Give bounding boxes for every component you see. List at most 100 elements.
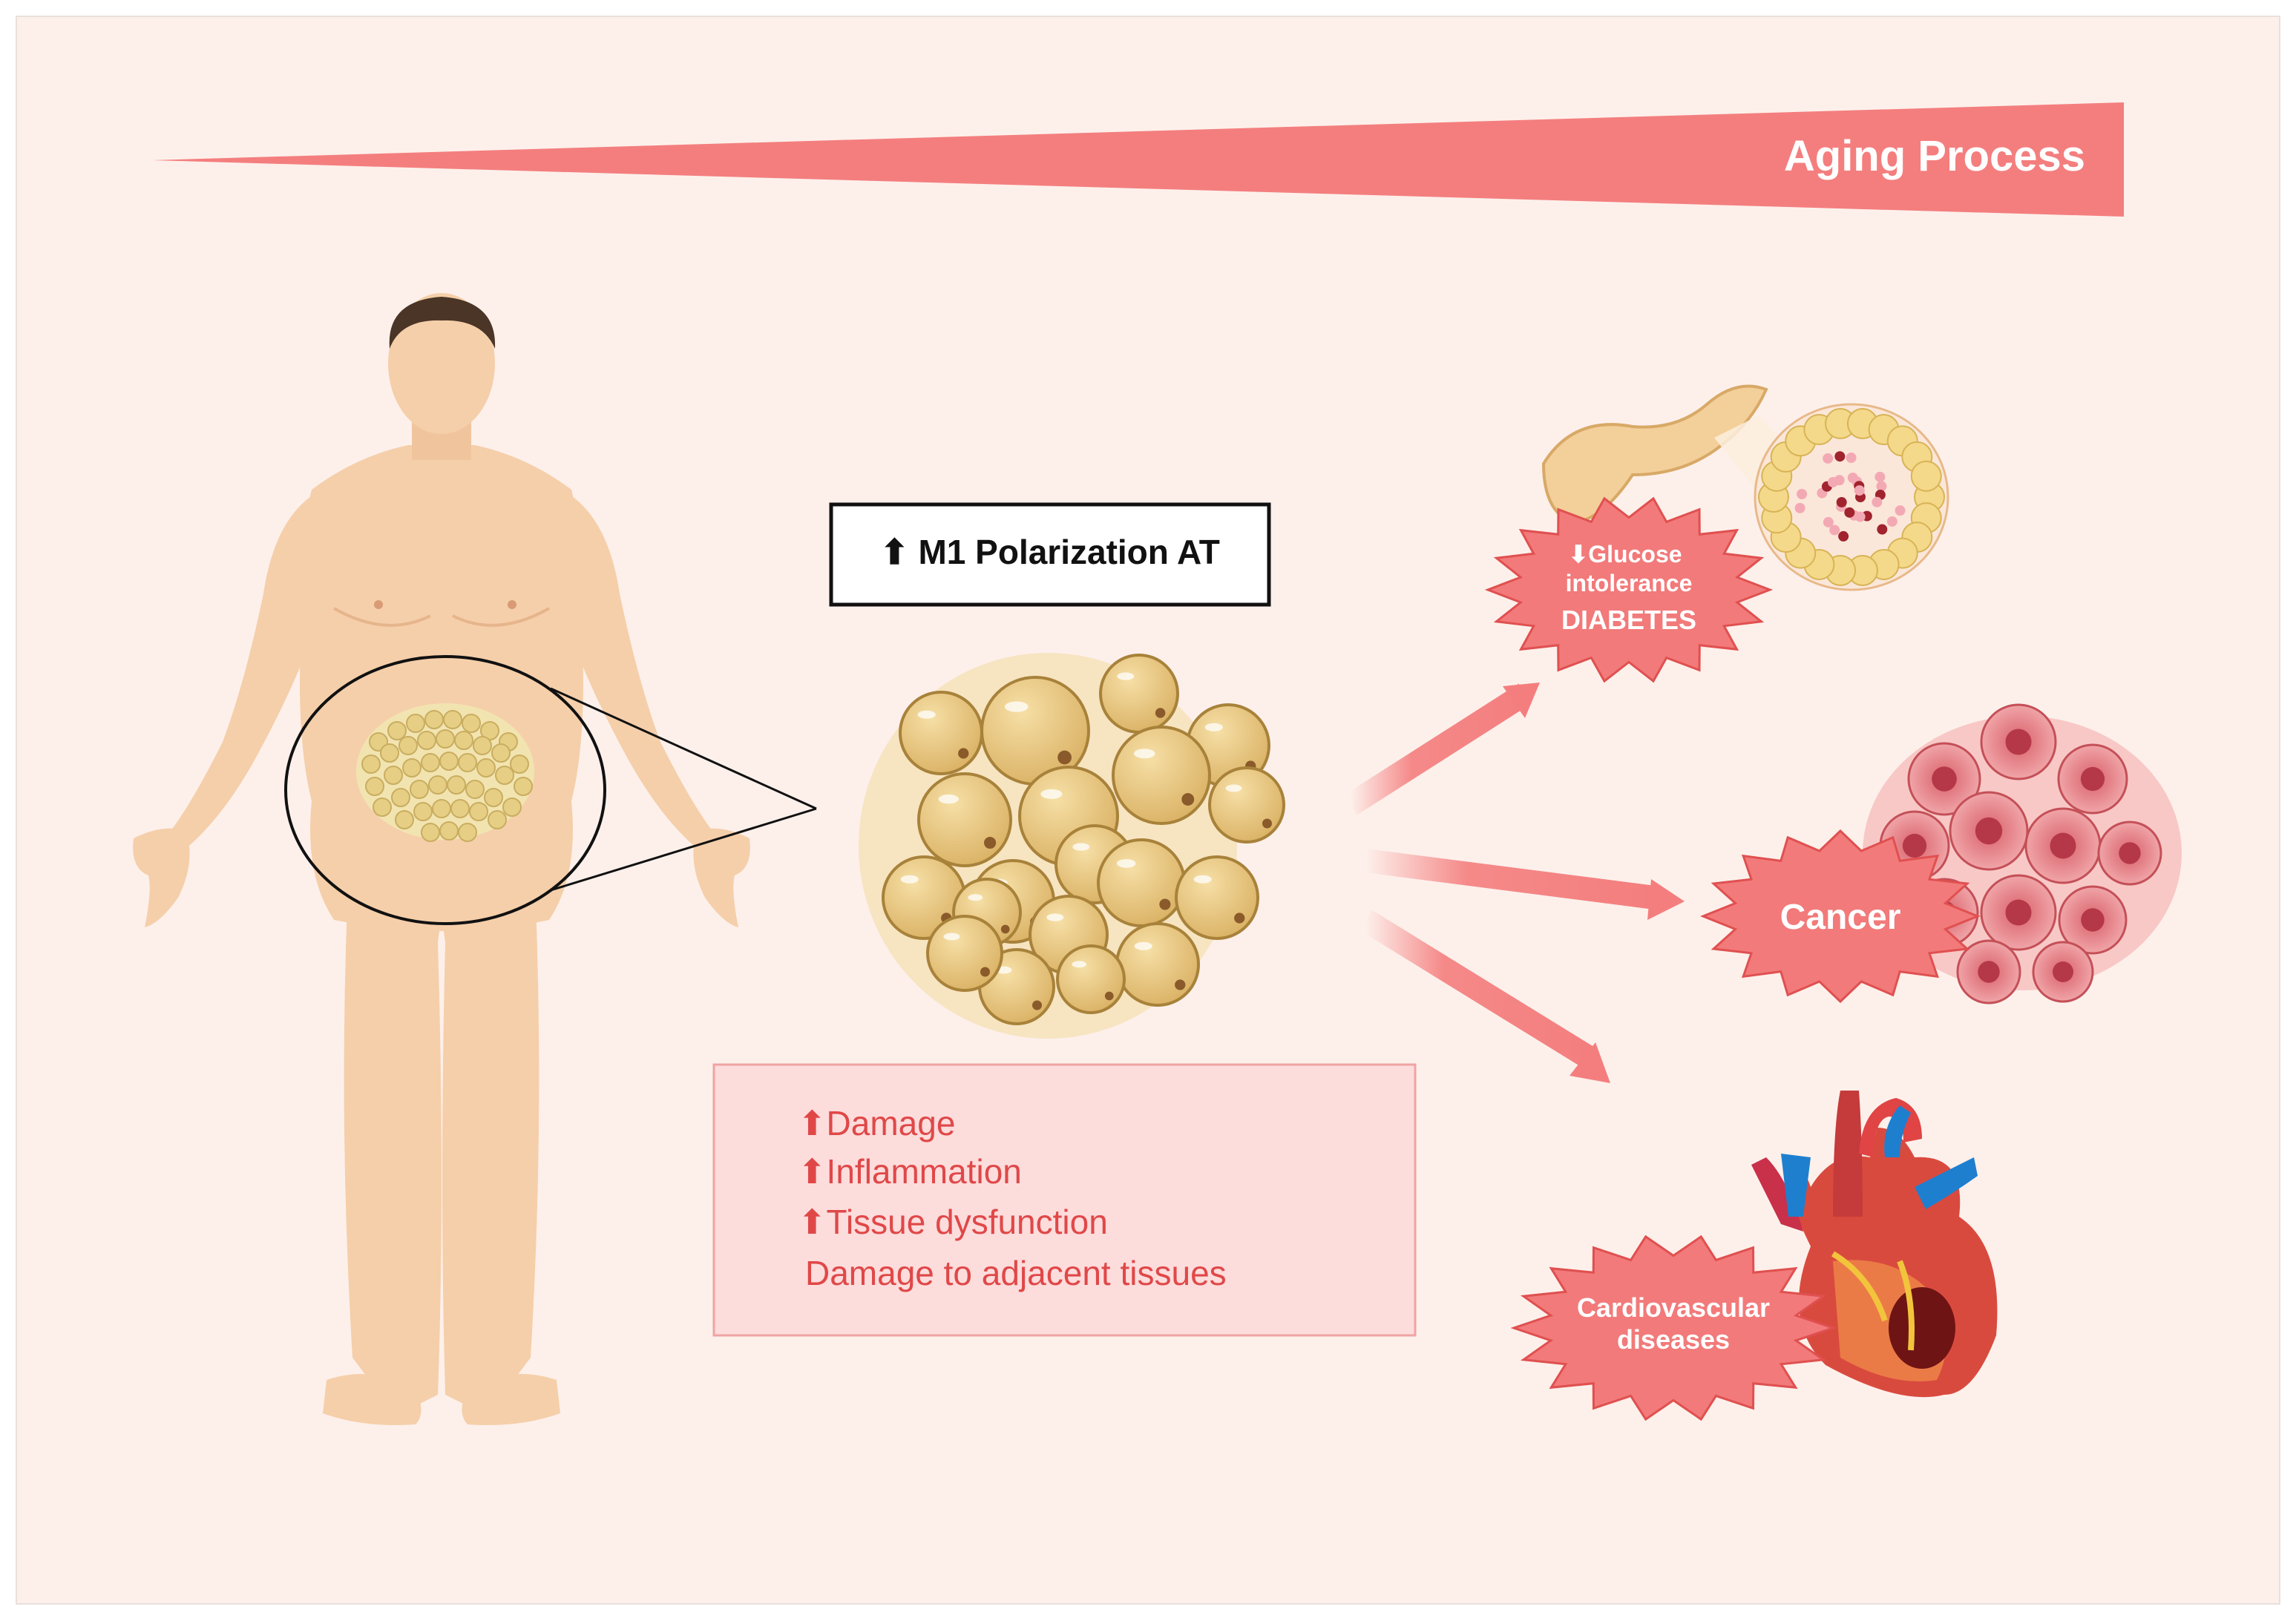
visceral-fat-patch <box>356 703 534 842</box>
cell-highlight <box>1204 723 1223 731</box>
human-body-figure <box>133 293 750 1425</box>
diabetes-line-1: ⬇Glucose <box>1568 541 1682 568</box>
cell-highlight <box>1193 875 1212 884</box>
cell-highlight <box>968 894 983 901</box>
islet-cell <box>1797 488 1808 499</box>
adipocyte-cell <box>917 772 1012 867</box>
cell-highlight <box>943 933 960 941</box>
diabetes-line-2: intolerance <box>1566 570 1693 596</box>
cell-highlight <box>1072 843 1090 851</box>
cell-nucleus <box>980 967 990 977</box>
islet-cell <box>1910 460 1942 492</box>
islet-cell <box>1834 475 1845 486</box>
tumor-nucleus <box>2080 766 2105 792</box>
adipocyte-cell <box>926 915 1003 992</box>
islet-cell <box>1829 525 1840 536</box>
diabetes-label: DIABETES <box>1561 605 1696 635</box>
islet-cell <box>1854 485 1865 496</box>
islet-cell <box>1844 507 1855 518</box>
outcome-arrows <box>1344 683 1685 1083</box>
islet-cell <box>1886 516 1898 527</box>
islet-cell <box>1846 453 1857 464</box>
effect-item: ⬆Tissue dysfunction <box>798 1203 1108 1241</box>
effects-box: ⬆Damage ⬆Inflammation ⬆Tissue dysfunctio… <box>712 1063 1417 1337</box>
islet-cell <box>1834 451 1846 462</box>
cell-nucleus <box>1057 750 1072 765</box>
adipocyte-cell <box>1056 944 1126 1014</box>
tumor-nucleus <box>1902 833 1927 858</box>
adipocyte-cell <box>1175 855 1259 940</box>
cell-highlight <box>1072 961 1087 968</box>
cell-highlight <box>1040 789 1063 799</box>
cell-nucleus <box>1155 708 1166 718</box>
adipocyte-cell <box>1099 654 1179 734</box>
adipocyte-cell <box>1097 838 1186 927</box>
arrow-to-diabetes <box>1344 683 1532 815</box>
tumor-nucleus <box>1932 766 1957 792</box>
cell-highlight <box>1046 913 1064 921</box>
tumor-nucleus <box>2005 729 2032 755</box>
m1-polarization-box: ⬆ M1 Polarization AT <box>829 502 1271 607</box>
arrow-to-cancer <box>1363 849 1657 910</box>
cell-nucleus <box>1159 898 1171 910</box>
islet-cell <box>1836 496 1847 507</box>
cell-highlight <box>1133 749 1155 759</box>
cancer-starburst <box>1699 829 1981 1004</box>
arrow-to-cardio <box>1359 910 1595 1068</box>
adipocyte-cell <box>1115 922 1200 1007</box>
tumor-cells-icon <box>1863 703 2182 1005</box>
aging-wedge <box>152 102 2124 217</box>
islet-cell <box>1823 516 1834 527</box>
cell-highlight <box>900 875 919 884</box>
adipocyte-cell <box>1112 726 1211 825</box>
effect-item: ⬆Inflammation <box>798 1152 1022 1191</box>
zoom-callout <box>550 687 817 892</box>
islet-cell <box>1794 502 1805 513</box>
cell-nucleus <box>1104 991 1114 1001</box>
islet-cell <box>1823 453 1834 464</box>
tumor-nucleus <box>1978 961 2000 983</box>
tumor-nucleus <box>2119 842 2141 864</box>
adipocyte-cell <box>1208 766 1285 844</box>
islet-cell <box>1872 496 1883 507</box>
aging-process-label: Aging Process <box>1784 132 2085 180</box>
tumor-nucleus <box>2050 832 2076 859</box>
cardio-line-1: Cardiovascular <box>1577 1292 1770 1323</box>
cell-highlight <box>1134 941 1152 950</box>
adipocyte-cell <box>899 691 983 775</box>
heart-icon <box>1751 1091 1998 1398</box>
tumor-nucleus <box>2081 908 2105 932</box>
aging-process-banner: Aging Process <box>152 102 2124 217</box>
m1-polarization-label: ⬆ M1 Polarization AT <box>880 533 1220 571</box>
cardio-starburst <box>1510 1234 1837 1421</box>
cardio-line-2: diseases <box>1617 1324 1730 1355</box>
adipocyte-cluster <box>859 653 1285 1039</box>
cell-nucleus <box>1032 1000 1042 1010</box>
islet-cell <box>1838 530 1849 542</box>
cell-nucleus <box>958 748 969 759</box>
tumor-nucleus <box>1975 817 2003 845</box>
cell-nucleus <box>1181 793 1195 806</box>
pancreas-icon <box>1541 384 1949 591</box>
diabetes-starburst <box>1484 496 1774 683</box>
cell-highlight <box>1117 672 1135 680</box>
cancer-label: Cancer <box>1780 898 1901 937</box>
islet-cell <box>1876 481 1887 492</box>
tumor-nucleus <box>2053 961 2073 982</box>
islet-cell <box>1895 505 1906 516</box>
cell-nucleus <box>1262 818 1272 829</box>
cell-highlight <box>1004 701 1029 712</box>
cell-nucleus <box>1234 913 1245 924</box>
cell-highlight <box>938 794 959 804</box>
islet-cell <box>1877 524 1888 535</box>
cell-highlight <box>917 710 936 719</box>
cell-highlight <box>1116 859 1136 868</box>
tumor-nucleus <box>2005 899 2032 926</box>
cell-nucleus <box>984 836 997 849</box>
zoom-circle <box>284 655 606 925</box>
cell-nucleus <box>1175 979 1186 990</box>
cell-nucleus <box>1000 924 1010 934</box>
effect-item: Damage to adjacent tissues <box>805 1254 1227 1292</box>
islet-cell <box>1874 471 1886 482</box>
